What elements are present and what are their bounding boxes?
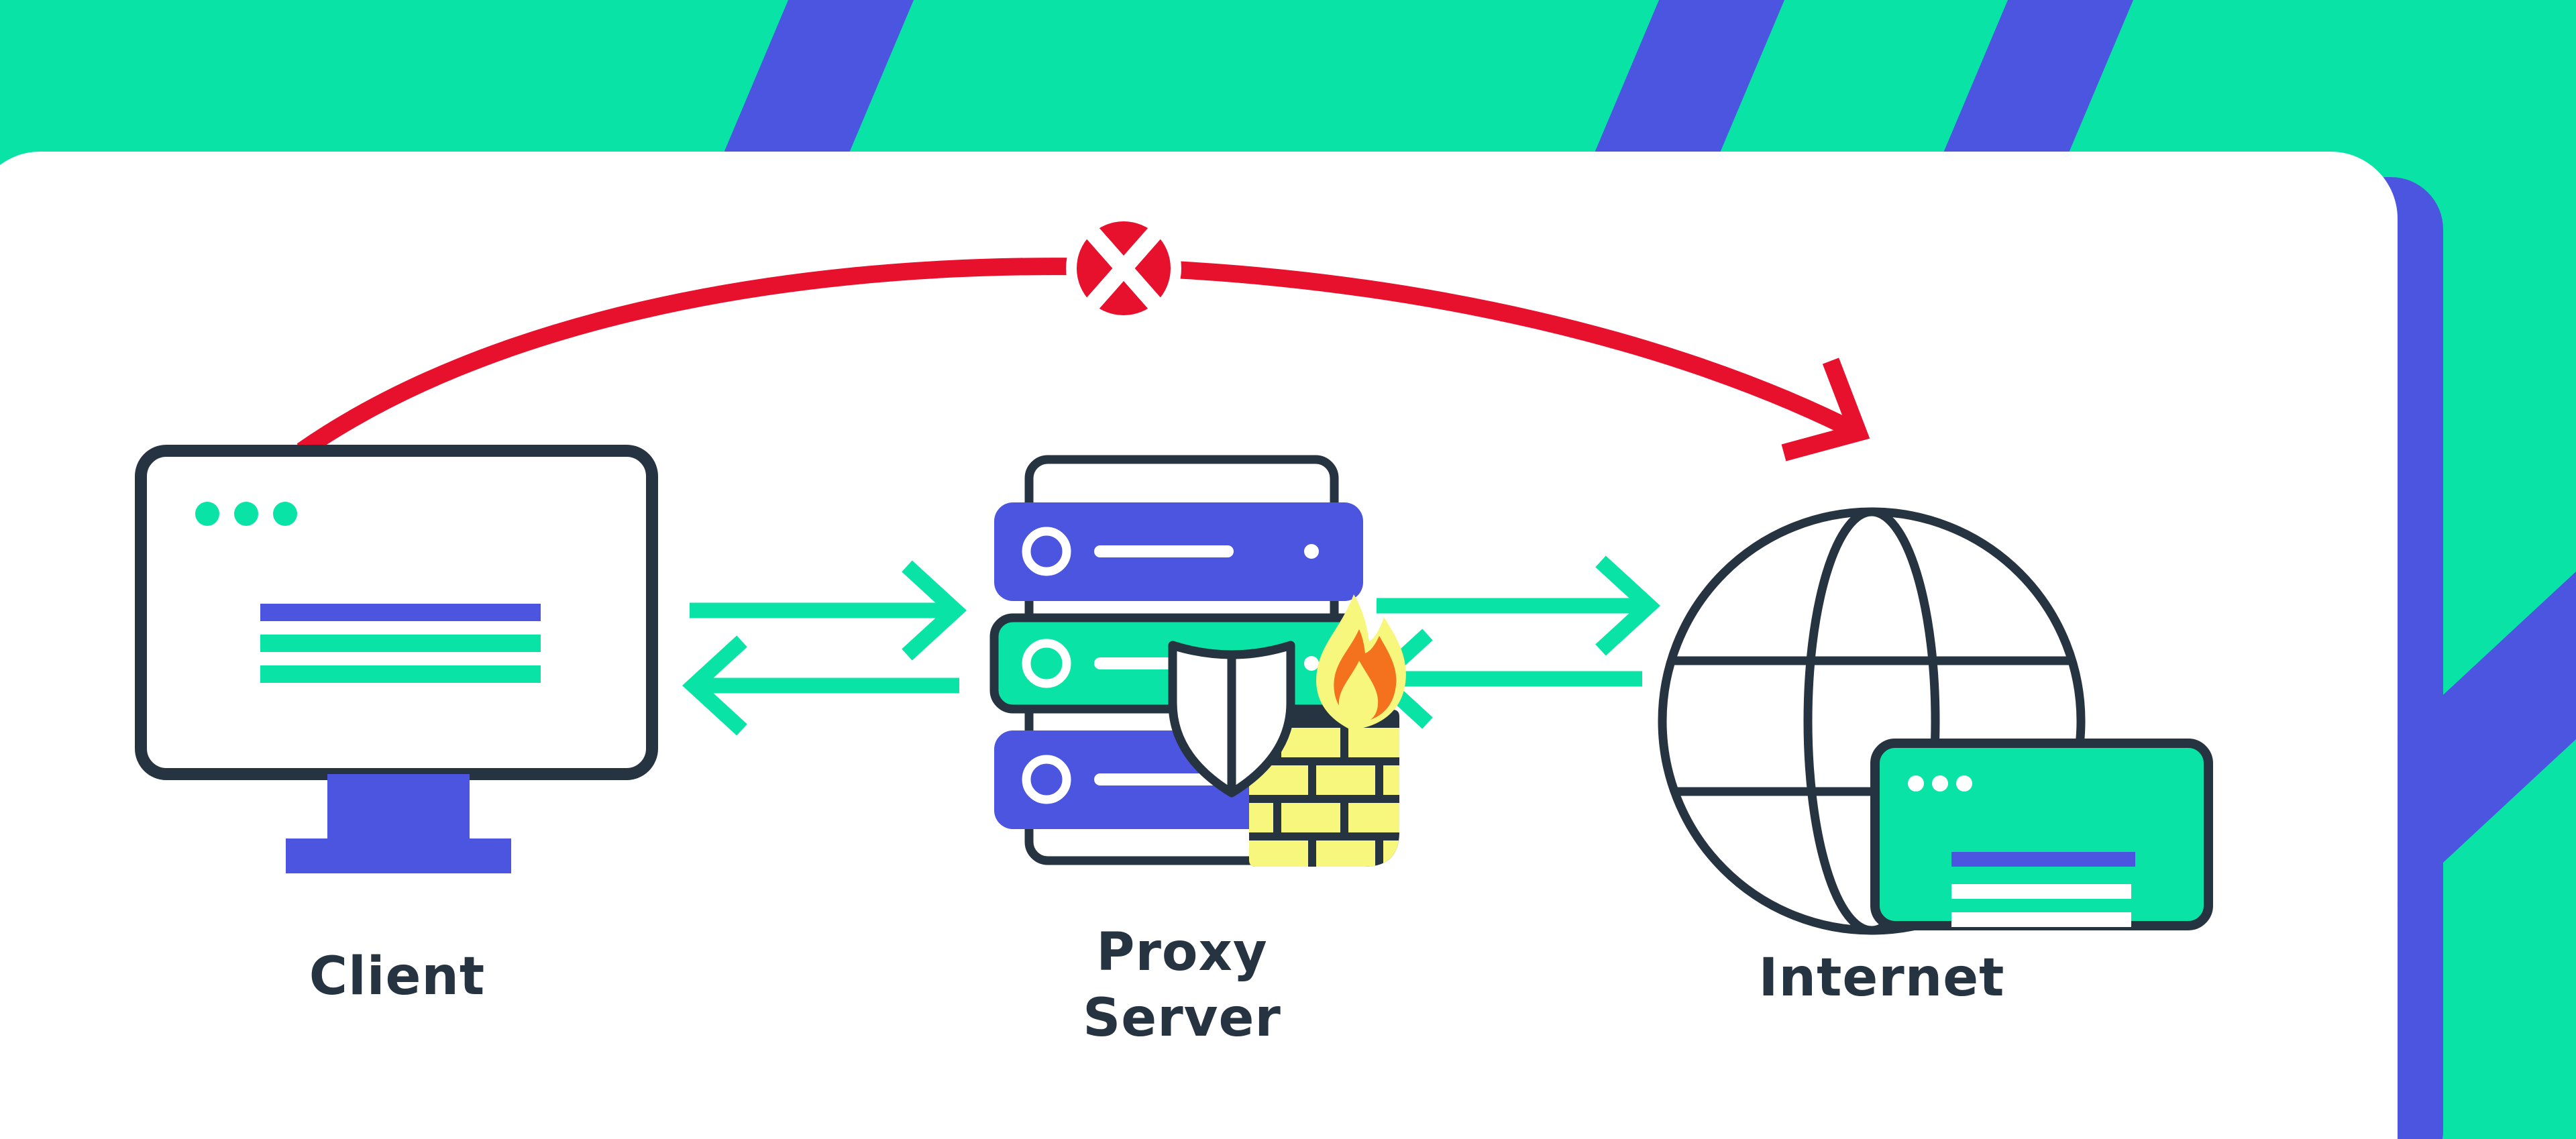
drive-ring-icon bbox=[1022, 755, 1071, 804]
request-arrowhead-client-to-proxy bbox=[902, 560, 967, 661]
blocked-route-arrowhead bbox=[1781, 358, 1870, 462]
monitor-stand-neck bbox=[327, 774, 470, 838]
browser-line-purple bbox=[1951, 852, 2135, 867]
status-led bbox=[1304, 656, 1319, 671]
x-bar-2 bbox=[1073, 212, 1175, 325]
browser-dots bbox=[1908, 775, 1972, 792]
internet-globe-icon bbox=[1658, 507, 2213, 935]
status-led bbox=[1304, 544, 1319, 559]
proxy-label-line-2: Server bbox=[1083, 988, 1281, 1048]
drive-ring-icon bbox=[1022, 527, 1071, 576]
drive-ring-icon bbox=[1022, 639, 1071, 688]
globe-meridian bbox=[1803, 507, 1940, 935]
response-arrowhead-proxy-to-client bbox=[682, 635, 747, 736]
flame-core bbox=[1338, 661, 1379, 724]
flame-icon bbox=[1316, 594, 1406, 730]
server-bar-1 bbox=[994, 502, 1363, 601]
internet-label: Internet bbox=[1759, 948, 2005, 1008]
blocked-x-icon bbox=[1066, 211, 1181, 326]
browser-window-icon bbox=[1870, 739, 2213, 930]
browser-line-white-2 bbox=[1951, 912, 2131, 927]
client-label: Client bbox=[309, 946, 485, 1007]
decor-accent-branch bbox=[2388, 572, 2576, 914]
blocked-route-arc bbox=[297, 211, 1870, 462]
proxy-server-icon bbox=[989, 455, 1406, 867]
blocked-route-curve bbox=[297, 258, 1862, 458]
request-arrowhead-proxy-to-internet bbox=[1595, 555, 1661, 656]
client-monitor-icon bbox=[135, 445, 658, 873]
window-dots bbox=[195, 502, 297, 526]
content-lines bbox=[260, 604, 541, 683]
shield-icon bbox=[1168, 641, 1295, 798]
browser-line-white-1 bbox=[1951, 884, 2131, 899]
proxy-label-line-1: Proxy bbox=[1096, 922, 1267, 983]
monitor-stand-base bbox=[286, 838, 511, 873]
client-proxy-arrows bbox=[682, 560, 967, 736]
